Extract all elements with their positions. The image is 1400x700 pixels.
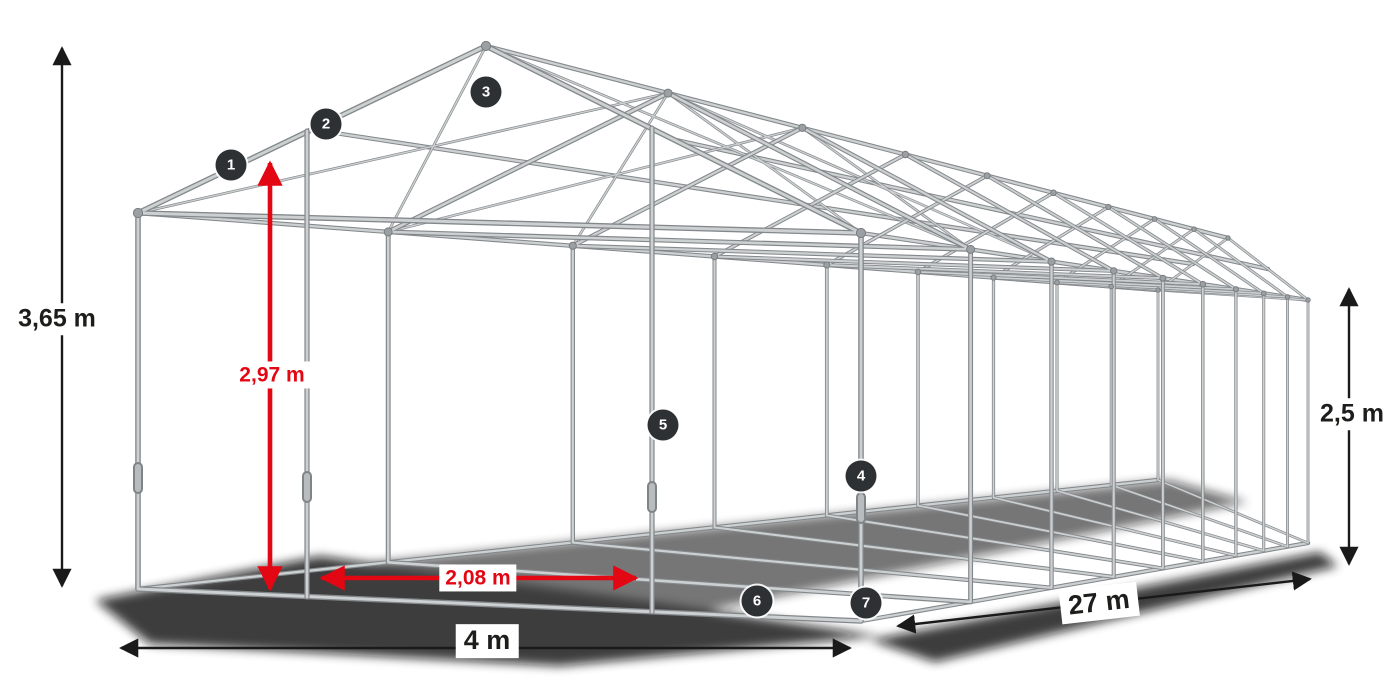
frame-tube [1056, 218, 1265, 552]
frame-joint [914, 268, 922, 276]
frame-joint [1110, 267, 1118, 275]
frame-joint [1108, 283, 1114, 290]
frame-tube [136, 44, 1310, 623]
marker-badge-2[interactable]: 2 [310, 108, 342, 140]
entrance-height-label: 2,97 m [233, 361, 311, 389]
frame-joint [710, 252, 719, 261]
entrance-width-label: 2,08 m [439, 564, 517, 592]
frame-joint [1047, 257, 1056, 266]
frame-joint [855, 227, 867, 239]
marker-badge-3[interactable]: 3 [470, 76, 502, 108]
frame-joint [663, 88, 673, 98]
frame-tube [137, 45, 1053, 263]
frame-tube [136, 44, 1053, 263]
frame-joint [383, 227, 393, 237]
frame-joint [1155, 287, 1161, 293]
frame-joint [1151, 216, 1158, 222]
frame-joint [901, 150, 910, 159]
frame-joint [966, 244, 976, 254]
frame-joint [1159, 274, 1167, 282]
frame-joint [1225, 235, 1231, 241]
frame-joint [1284, 294, 1291, 300]
side-height-label: 2,5 m [1312, 398, 1392, 430]
frame-joint [132, 207, 144, 219]
marker-badge-6[interactable]: 6 [741, 585, 773, 617]
frame-tube [386, 91, 972, 604]
marker-badge-5[interactable]: 5 [647, 409, 679, 441]
width-label: 4 m [455, 624, 519, 658]
frame-joint [1260, 290, 1267, 297]
steel-frame [132, 40, 1311, 624]
frame-joint [1050, 189, 1057, 197]
frame-tube [1110, 228, 1289, 548]
marker-badge-4[interactable]: 4 [845, 460, 877, 492]
frame-tube [917, 191, 1204, 563]
frame-joint [1199, 280, 1207, 288]
frame-joint [990, 274, 997, 281]
frame-joint [798, 123, 807, 132]
marker-badge-7[interactable]: 7 [850, 587, 882, 619]
frame-joint [1191, 226, 1197, 232]
frame-joint [983, 172, 991, 180]
frame-joint [568, 241, 577, 250]
frame-joint [823, 261, 831, 269]
total-height-label: 3,65 m [10, 303, 104, 335]
frame-joint [480, 40, 492, 52]
frame-joint [1054, 279, 1060, 286]
frame-tube [571, 126, 1053, 589]
frame-joint [1232, 286, 1240, 293]
frame-joint [1105, 203, 1112, 211]
marker-badge-1[interactable]: 1 [215, 149, 247, 181]
frame-tube [825, 174, 1164, 570]
frame-joint [1305, 297, 1311, 303]
